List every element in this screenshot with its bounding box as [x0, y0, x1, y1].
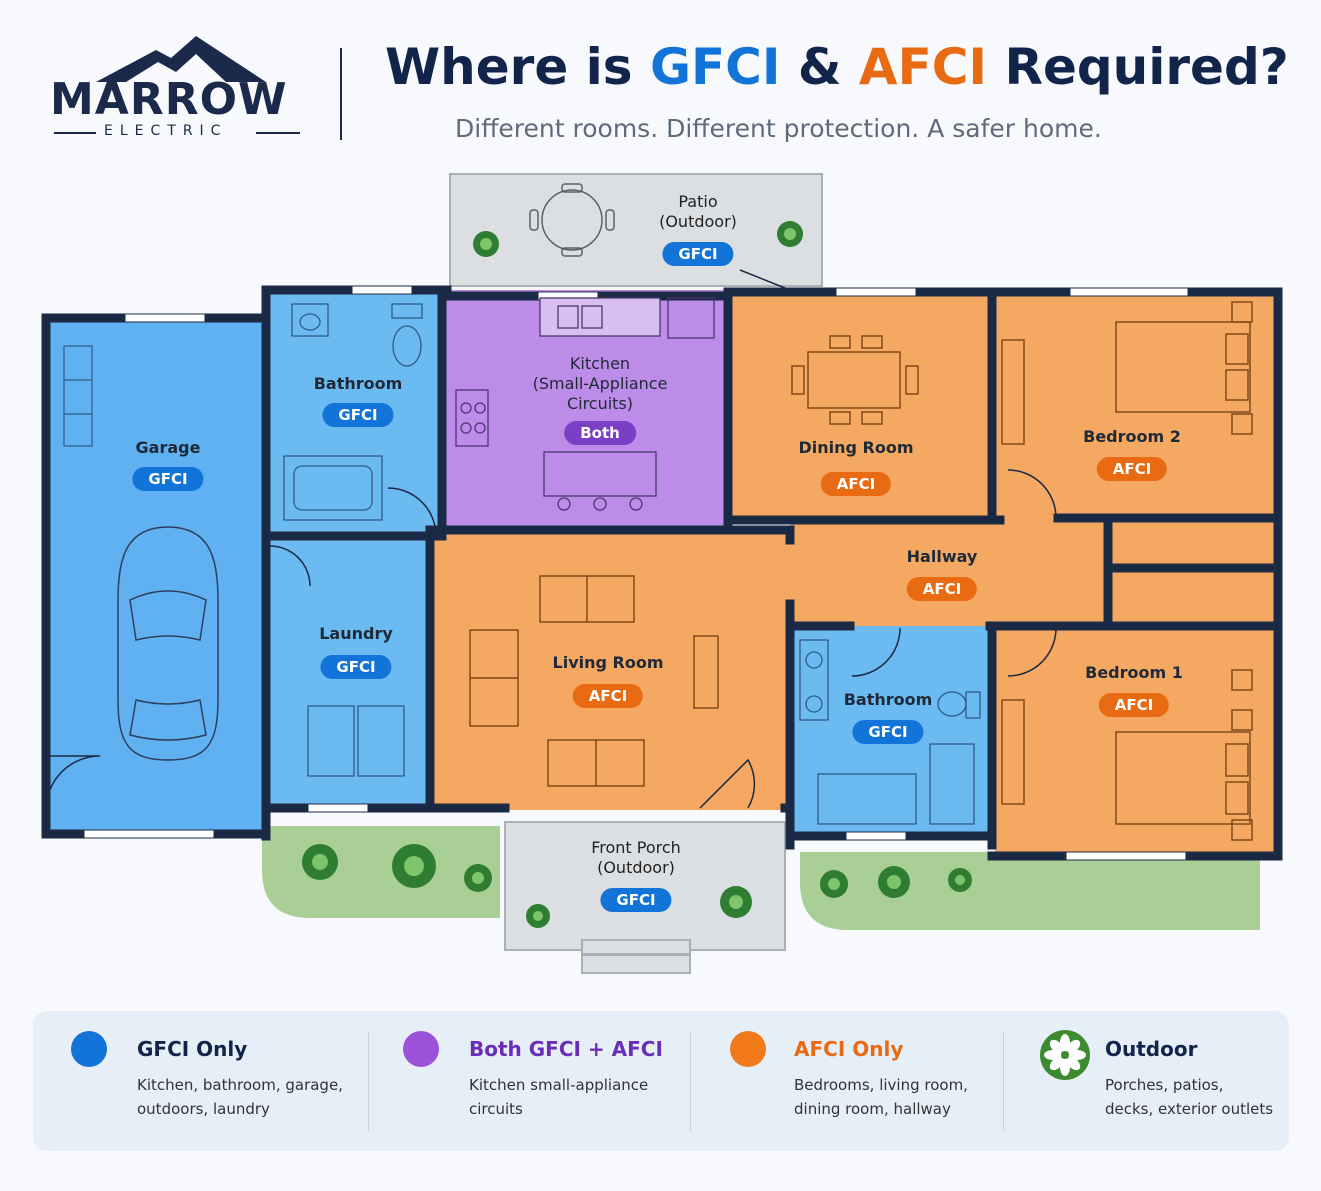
laundry-fixtures: [307, 705, 405, 777]
bath-bottom-fixtures: [799, 639, 981, 825]
title-pre: Where is: [385, 38, 650, 96]
living-label: Living Room: [552, 653, 664, 672]
both-dot-icon: [403, 1031, 439, 1067]
legend-afci-title: AFCI Only: [794, 1037, 904, 1061]
bed-1: [1001, 669, 1253, 841]
floor-plan: [41, 173, 1283, 974]
car-outline: [117, 526, 219, 761]
hallway-label: Hallway: [906, 547, 978, 566]
title-gfci: GFCI: [649, 38, 781, 96]
kitchen-label: Kitchen (Small-Appliance Circuits): [532, 354, 668, 413]
legend-both-desc: Kitchen small-appliance circuits: [469, 1076, 649, 1118]
garage-shelves: [63, 345, 93, 447]
lawn-left: [262, 826, 500, 918]
hallway-fill: [790, 518, 1110, 626]
bed-2: [1001, 301, 1253, 445]
brand-name: MARROW: [50, 74, 288, 125]
title-afci: AFCI: [858, 38, 988, 96]
legend-afci-desc: Bedrooms, living room, dining room, hall…: [794, 1076, 968, 1118]
legend-outdoor-title: Outdoor: [1105, 1037, 1198, 1061]
bedroom1-badge: AFCI: [1098, 693, 1170, 717]
legend-separator: [690, 1031, 691, 1131]
porch-label: Front Porch (Outdoor): [591, 838, 681, 877]
brand-rule-right: [256, 132, 300, 134]
legend-panel: GFCI Only Kitchen, bathroom, garage, out…: [33, 1011, 1289, 1151]
page-subtitle: Different rooms. Different protection. A…: [455, 114, 1102, 143]
bedroom1-label: Bedroom 1: [1085, 663, 1183, 682]
garage-label: Garage: [135, 438, 201, 457]
porch-badge: GFCI: [600, 888, 672, 912]
closet-1-fill: [1110, 518, 1275, 564]
patio-table: [529, 183, 615, 257]
kitchen-badge: Both: [564, 421, 636, 445]
legend-gfci-desc: Kitchen, bathroom, garage, outdoors, lau…: [137, 1076, 343, 1118]
patio-area: [449, 173, 823, 287]
header-divider: [340, 48, 342, 140]
legend-separator: [1003, 1031, 1004, 1131]
page-title: Where is GFCI & AFCI Required?: [385, 38, 1289, 96]
patio-label: Patio (Outdoor): [659, 192, 737, 231]
title-mid: &: [780, 38, 859, 96]
gfci-dot-icon: [71, 1031, 107, 1067]
brand-tagline: ELECTRIC: [104, 123, 228, 139]
bath-top-fixtures: [283, 303, 423, 521]
hallway-badge: AFCI: [906, 577, 978, 601]
dining-table: [791, 335, 919, 425]
living-badge: AFCI: [572, 684, 644, 708]
bathroom-bottom-label: Bathroom: [843, 690, 933, 709]
porch-step-1: [581, 939, 691, 955]
brand-rule-left: [54, 132, 96, 134]
living-furniture: [469, 575, 719, 787]
legend-separator: [368, 1031, 369, 1131]
porch-step-2: [581, 954, 691, 974]
garage-fill: [42, 316, 267, 838]
living-fill: [429, 526, 790, 810]
dining-label: Dining Room: [798, 438, 914, 457]
bedroom2-fill: [995, 290, 1275, 518]
bathroom-top-badge: GFCI: [322, 403, 394, 427]
windows: [83, 285, 1189, 861]
lawn-right: [800, 852, 1260, 930]
legend-outdoor-desc: Porches, patios, decks, exterior outlets: [1105, 1076, 1274, 1118]
brand-logo: MARROW ELECTRIC: [48, 32, 308, 142]
bathroom-bottom-badge: GFCI: [852, 720, 924, 744]
dining-badge: AFCI: [820, 472, 892, 496]
mountain-icon: [96, 36, 266, 82]
laundry-badge: GFCI: [320, 655, 392, 679]
bedroom2-badge: AFCI: [1096, 457, 1168, 481]
legend-gfci-title: GFCI Only: [137, 1037, 248, 1061]
kitchen-fixtures: [455, 297, 715, 511]
title-post: Required?: [987, 38, 1289, 96]
bedroom2-label: Bedroom 2: [1083, 427, 1181, 446]
garage-badge: GFCI: [132, 467, 204, 491]
legend-both-title: Both GFCI + AFCI: [469, 1037, 663, 1061]
patio-badge: GFCI: [662, 242, 734, 266]
bedroom1-fill: [995, 624, 1275, 852]
bathroom-top-label: Bathroom: [313, 374, 403, 393]
afci-dot-icon: [730, 1031, 766, 1067]
laundry-label: Laundry: [319, 624, 393, 643]
closet-2-fill: [1110, 572, 1275, 624]
flower-icon: [1040, 1030, 1090, 1080]
doors: [45, 269, 1057, 811]
